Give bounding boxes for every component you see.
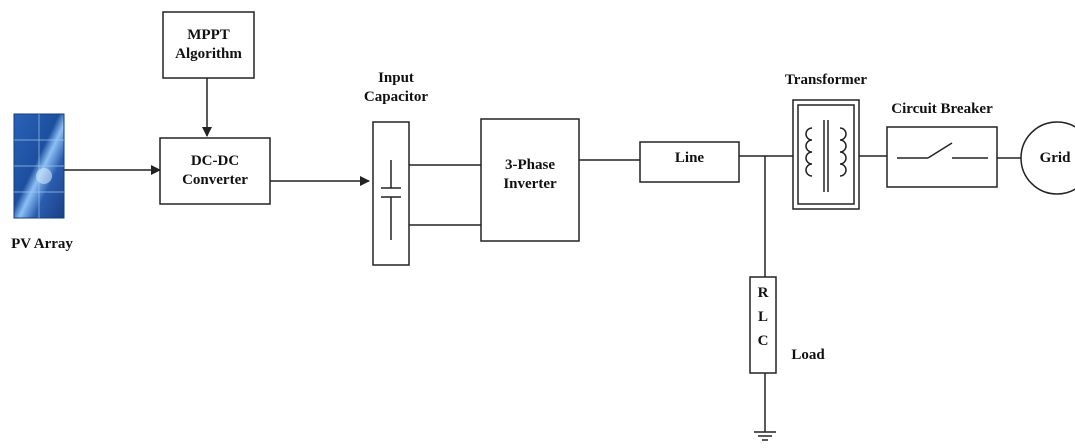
rlc-block (749, 276, 777, 374)
pv-array-label: PV Array (11, 236, 73, 252)
transformer-label: Transformer (784, 72, 868, 88)
line-block (639, 141, 740, 183)
rlc-label-c: C (757, 333, 769, 349)
circuit-breaker-block (886, 126, 998, 188)
rlc-label-r: R (757, 285, 769, 301)
pv-array-icon (13, 113, 65, 219)
dcdc-label: DC-DC Converter (160, 138, 270, 204)
line-label: Line (640, 142, 739, 174)
line-label-text: Line (674, 149, 705, 166)
input-capacitor-label-line2: Capacitor (363, 89, 429, 105)
circuit-breaker-label: Circuit Breaker (891, 101, 993, 117)
inverter-label: 3-Phase Inverter (481, 148, 579, 202)
dcdc-label-line1: DC-DC (190, 153, 240, 169)
mppt-label-line1: MPPT (187, 27, 230, 43)
inverter-label-line2: Inverter (503, 176, 557, 192)
mppt-label-line2: Algorithm (175, 46, 242, 62)
breaker-switch-symbol (897, 142, 988, 159)
dcdc-block (159, 137, 271, 205)
grid-circle (1020, 121, 1075, 195)
input-capacitor-label-line1: Input (378, 70, 414, 86)
inverter-block (480, 118, 580, 242)
input-capacitor-label: Input Capacitor (350, 66, 442, 110)
mppt-block (162, 11, 255, 79)
ground-icon (754, 431, 776, 441)
capacitor-symbol (381, 160, 401, 240)
transformer-symbol (792, 99, 860, 210)
grid-label: Grid (1039, 150, 1071, 166)
inverter-label-line1: 3-Phase (505, 157, 555, 173)
mppt-label: MPPT Algorithm (163, 12, 254, 78)
input-capacitor-block (372, 121, 410, 266)
dcdc-label-line2: Converter (182, 172, 248, 188)
rlc-label-l: L (757, 309, 768, 325)
load-label: Load (791, 347, 825, 363)
